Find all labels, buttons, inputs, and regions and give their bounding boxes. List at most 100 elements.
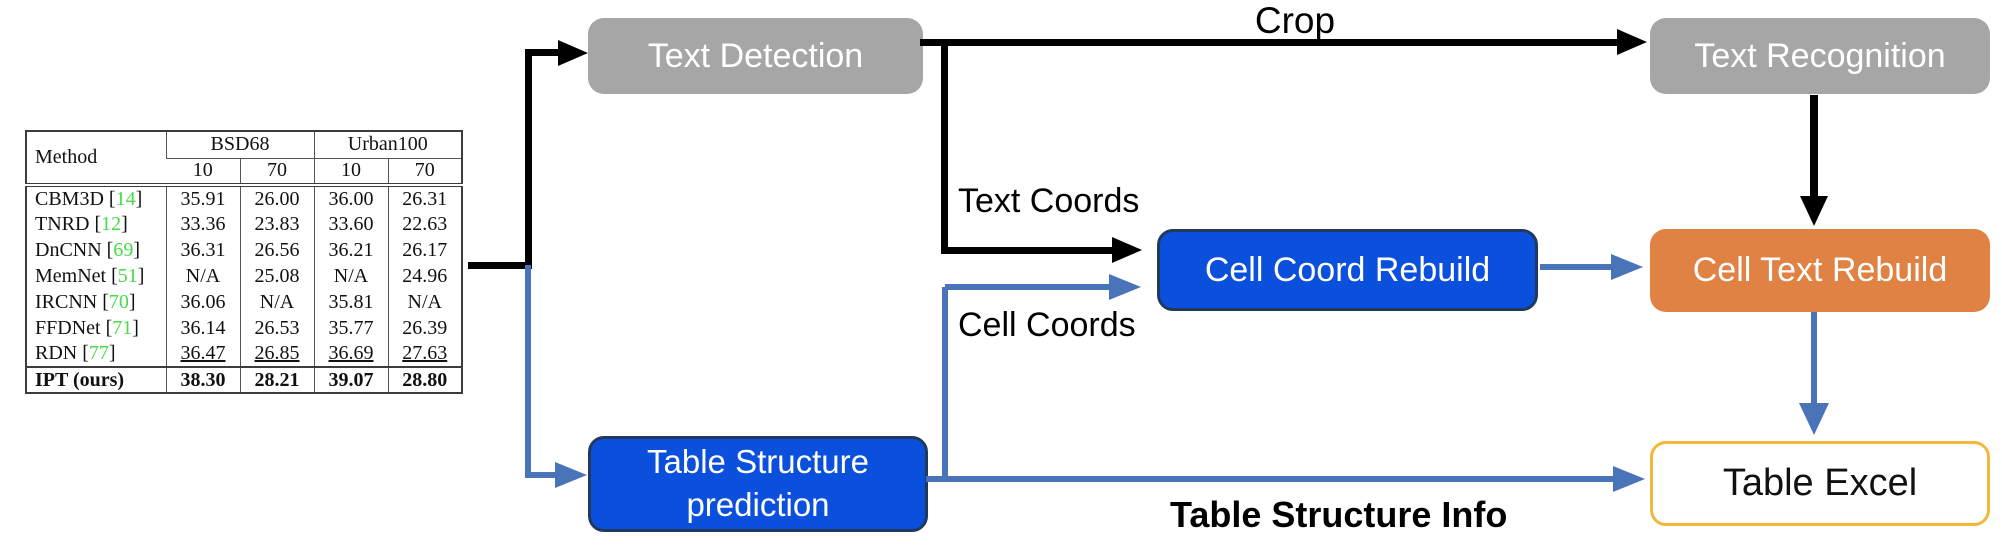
value-cell: 36.00 — [313, 185, 388, 211]
edge-crop — [920, 39, 1620, 46]
value-cell: 38.30 — [165, 366, 240, 393]
citation-number: 70 — [108, 290, 129, 313]
citation-number: 51 — [117, 264, 138, 287]
node-table-excel: Table Excel — [1650, 441, 1990, 526]
method-cell: RDN [77] — [35, 342, 116, 364]
arrowhead-table-structure-info — [1613, 466, 1645, 492]
value-cell: 26.85 — [239, 341, 314, 367]
value-cell: 23.83 — [239, 211, 314, 237]
arrowhead-recognition-to-rebuild — [1800, 196, 1828, 226]
node-text-detection: Text Detection — [588, 18, 923, 94]
value-cell: 26.53 — [239, 315, 314, 341]
table-subheader: 10 — [313, 158, 388, 187]
value-cell: 28.21 — [239, 366, 314, 393]
value-cell: 36.21 — [313, 237, 388, 263]
node-table-structure-prediction: Table Structure prediction — [588, 436, 928, 532]
edge-blue-branch-vertical — [525, 265, 531, 478]
citation-number: 71 — [112, 316, 133, 339]
value-cell: 35.81 — [313, 289, 388, 315]
edge-rebuild-to-excel — [1811, 312, 1817, 404]
value-cell: N/A — [239, 289, 314, 315]
method-cell: IRCNN [70] — [35, 290, 136, 313]
table-header-method: Method — [26, 131, 166, 187]
value-cell: 26.00 — [239, 185, 314, 211]
arrowhead-to-table-structure-prediction — [555, 462, 587, 488]
table-subheader: 70 — [387, 158, 462, 187]
arrowhead-cell-coords — [1109, 274, 1141, 300]
input-table-image: Method BSD68 Urban100 10 70 10 70 CBM3D … — [25, 130, 463, 394]
value-cell: 28.80 — [387, 366, 462, 393]
arrowhead-to-text-detection — [558, 40, 588, 66]
method-cell: MemNet [51] — [35, 264, 145, 287]
value-cell: 24.96 — [387, 263, 462, 289]
value-cell: 36.14 — [165, 315, 240, 341]
citation-number: 12 — [101, 212, 122, 235]
table-header-group-bsd68: BSD68 — [165, 131, 314, 159]
value-cell: N/A — [165, 263, 240, 289]
arrowhead-rebuild-to-excel — [1799, 403, 1829, 435]
table-header-group-urban100: Urban100 — [313, 131, 462, 159]
arrowhead-coord-to-text-rebuild — [1611, 254, 1643, 280]
edge-to-text-detection — [529, 49, 561, 56]
edge-coord-to-text-rebuild — [1540, 264, 1616, 270]
edge-label-crop: Crop — [1254, 0, 1336, 41]
arrowhead-text-coords — [1112, 237, 1142, 263]
edge-label-text-coords: Text Coords — [958, 182, 1140, 220]
edge-table-output-stub — [468, 262, 532, 269]
edge-text-coords-vertical — [941, 42, 948, 254]
edge-cell-coords-vertical — [942, 287, 948, 478]
node-text-detection-label: Text Detection — [647, 36, 864, 75]
edge-cell-coords-horizontal — [945, 284, 1113, 290]
edge-label-cell-coords: Cell Coords — [958, 306, 1136, 344]
value-cell: 33.60 — [313, 211, 388, 237]
edge-label-table-structure-info: Table Structure Info — [1170, 494, 1508, 535]
value-cell: N/A — [387, 289, 462, 315]
value-cell: 26.39 — [387, 315, 462, 341]
arrowhead-crop — [1617, 29, 1647, 55]
value-cell: 35.91 — [165, 185, 240, 211]
edge-black-branch-vertical — [525, 49, 532, 269]
node-cell-coord-rebuild: Cell Coord Rebuild — [1157, 229, 1538, 311]
value-cell: 26.31 — [387, 185, 462, 211]
value-cell: 22.63 — [387, 211, 462, 237]
value-cell: 25.08 — [239, 263, 314, 289]
table-subheader: 70 — [239, 158, 314, 187]
value-cell: 33.36 — [165, 211, 240, 237]
edge-to-table-structure-prediction — [529, 472, 559, 478]
method-cell: IPT (ours) — [26, 366, 166, 393]
node-text-recognition-label: Text Recognition — [1694, 36, 1946, 75]
table-subheader: 10 — [166, 158, 240, 187]
node-table-structure-prediction-label: Table Structure prediction — [647, 443, 869, 523]
value-cell: 27.63 — [387, 341, 462, 367]
value-cell: 36.47 — [165, 341, 240, 367]
node-cell-coord-rebuild-label: Cell Coord Rebuild — [1204, 250, 1491, 289]
value-cell: 35.77 — [313, 315, 388, 341]
value-cell: 36.06 — [165, 289, 240, 315]
edge-text-coords-horizontal — [945, 247, 1115, 254]
method-cell: DnCNN [69] — [35, 238, 141, 261]
value-cell: 36.69 — [313, 341, 388, 367]
value-cell: 26.17 — [387, 237, 462, 263]
edge-table-structure-info — [926, 476, 1618, 482]
node-cell-text-rebuild: Cell Text Rebuild — [1650, 229, 1990, 312]
value-cell: 36.31 — [165, 237, 240, 263]
method-cell: FFDNet [71] — [35, 316, 139, 339]
method-cell: TNRD [12] — [35, 212, 128, 235]
method-cell: CBM3D [14] — [35, 187, 143, 210]
node-text-recognition: Text Recognition — [1650, 18, 1990, 94]
node-table-excel-label: Table Excel — [1722, 461, 1918, 504]
citation-number: 14 — [115, 187, 136, 210]
node-cell-text-rebuild-label: Cell Text Rebuild — [1692, 251, 1948, 290]
edge-recognition-to-rebuild — [1810, 95, 1818, 197]
value-cell: 39.07 — [313, 366, 388, 393]
value-cell: 26.56 — [239, 237, 314, 263]
